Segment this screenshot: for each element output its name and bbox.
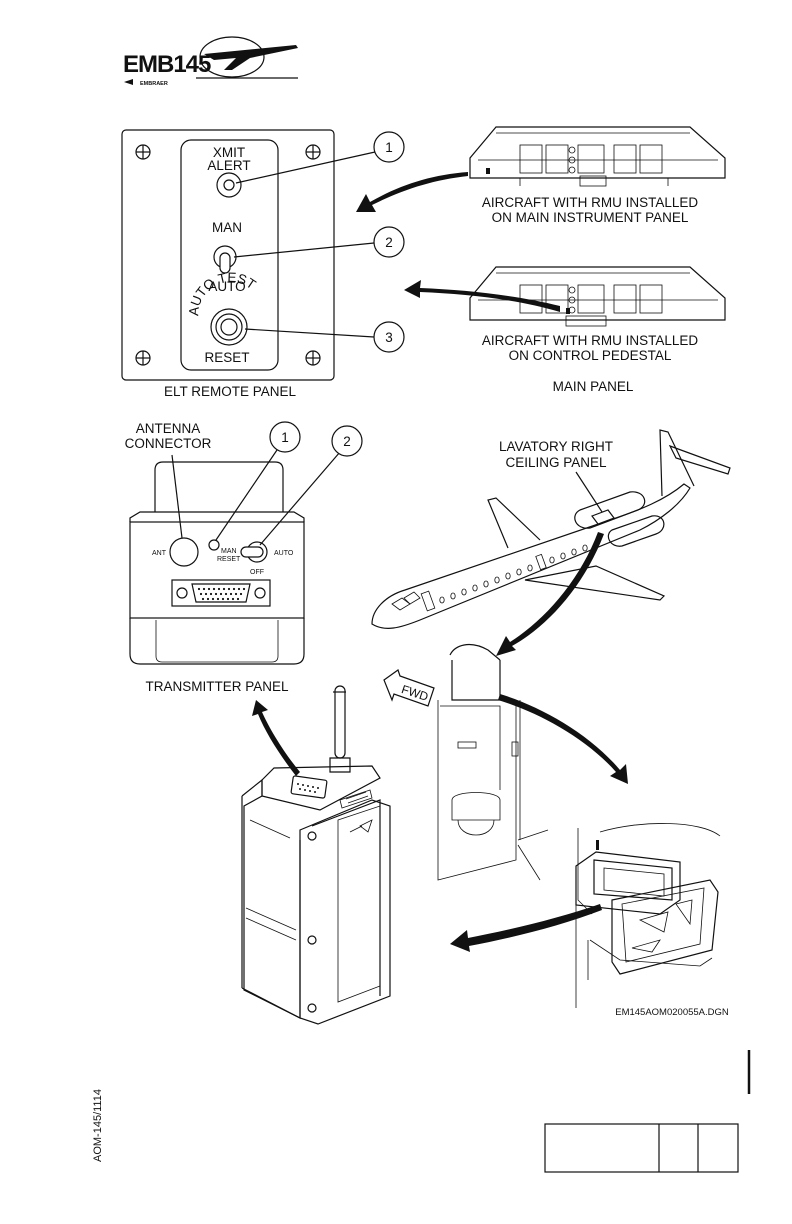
pointer-arrow-main-panel [356,172,468,212]
callout-2-transmitter: 2 [259,425,363,546]
callout-1-remote: 1 [235,131,405,184]
screw-icon [135,350,151,366]
antenna-leader-line [171,454,183,539]
screw-icon [305,144,321,160]
elt-remote-panel: XMIT ALERT MAN AUTO AUTO TEST RESET ELT … [121,129,335,399]
callout-1-transmitter: 1 [215,421,301,541]
fwd-arrow-icon: FWD [383,669,435,707]
doc-code: AOM-145/1114 [92,1089,104,1162]
main-panel-title: MAIN PANEL [553,379,634,394]
antenna-connector-label-line1: ANTENNA [136,421,201,436]
antenna-connector-label-line2: CONNECTOR [125,436,212,451]
transmitter-panel-title: TRANSMITTER PANEL [145,679,289,694]
screw-icon [305,350,321,366]
auto-test-button[interactable] [210,308,248,346]
tx-man-label: MAN [221,548,237,555]
pointer-arrow-elt-unit [252,700,300,776]
reset-label: RESET [204,350,249,365]
drawing-id: EM145AOM020055A.DGN [615,1007,729,1018]
svg-text:2: 2 [385,235,393,250]
ceiling-panel-detail-drawing [575,823,721,1008]
svg-text:1: 1 [281,430,289,445]
xmit-label: XMIT [213,145,245,160]
logo-text: EMB145 [123,51,211,78]
logo-subtext: EMBRAER [140,81,168,87]
transmitter-mode-switch[interactable] [240,541,268,563]
transmitter-panel: ANT MAN RESET AUTO OFF TRANSMITTER PANEL [129,461,305,694]
lavatory-interior-drawing [437,643,549,881]
aircraft-drawing [371,429,731,629]
elt-panel-frame [121,129,335,381]
svg-text:2: 2 [343,434,351,449]
footer-page-block [544,1123,739,1173]
main-instrument-panel-drawing [469,126,726,187]
tx-off-label: OFF [250,569,264,576]
logo-jet-icon [204,45,298,70]
man-label: MAN [212,220,242,235]
caption-pedestal-line2: ON CONTROL PEDESTAL [509,348,672,363]
caption-main-panel-line1: AIRCRAFT WITH RMU INSTALLED [482,195,699,210]
callout-3-remote: 3 [244,321,405,353]
pointer-arrow-pedestal [404,280,560,312]
pointer-arrow-aircraft [496,532,604,656]
lavatory-leader-line [575,471,605,516]
lavatory-label-line1: LAVATORY RIGHT [499,439,613,454]
caption-pedestal-line1: AIRCRAFT WITH RMU INSTALLED [482,333,699,348]
alert-label: ALERT [207,158,250,173]
logo-arrow-icon [124,79,133,85]
screw-icon [135,144,151,160]
tx-reset-label: RESET [217,556,241,563]
svg-text:3: 3 [385,330,393,345]
elt-remote-panel-title: ELT REMOTE PANEL [164,384,297,399]
window-row [439,544,588,604]
pointer-arrow-lavatory [498,694,628,784]
transmitter-indicator-light [208,539,220,551]
xmit-alert-light [216,172,242,198]
elt-panel-inset [180,139,279,371]
callout-2-remote: 2 [233,226,405,258]
logo-oval [199,36,265,78]
ant-label: ANT [152,550,167,557]
pointer-arrow-ceiling-panel [450,904,602,952]
caption-main-panel-line2: ON MAIN INSTRUMENT PANEL [492,210,689,225]
embraer-logo: EMB145 EMBRAER [123,36,298,87]
tx-auto-label: AUTO [274,550,294,557]
elt-transmitter-unit-drawing [241,685,391,1025]
antenna-connector [169,537,199,567]
transmitter-data-connector [171,579,271,607]
auto-label: AUTO [208,279,245,294]
man-auto-toggle-switch[interactable] [213,245,237,274]
lavatory-label-line2: CEILING PANEL [505,455,607,470]
svg-text:1: 1 [385,140,393,155]
